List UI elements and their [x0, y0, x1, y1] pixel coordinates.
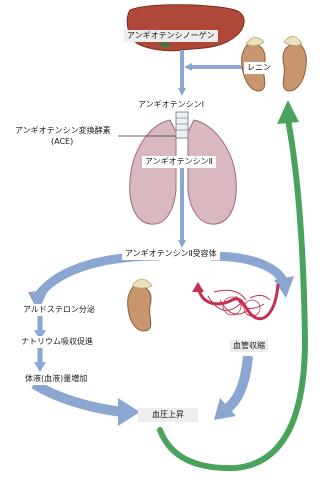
- feedback-loop-arrowhead: [277, 100, 299, 124]
- label-ace: アンギオテンシン変換酵素 (ACE): [12, 124, 114, 148]
- label-ace-line2: (ACE): [15, 136, 111, 147]
- label-vasoconstriction: 血管収縮: [230, 340, 268, 352]
- label-fluid: 体液(血液)量増加: [22, 373, 90, 385]
- label-renin: レニン: [244, 62, 274, 74]
- label-receptor: アンギオテンシンⅡ受容体: [122, 248, 220, 260]
- label-bp-rise: 血圧上昇: [138, 408, 198, 422]
- arrow-fluid-to-bp: [34, 384, 122, 412]
- arrow-vaso-to-bp: [228, 356, 248, 408]
- arrow-receptor-right: [210, 256, 284, 282]
- label-ace-line1: アンギオテンシン変換酵素: [15, 125, 111, 136]
- label-sodium: ナトリウム吸収促進: [18, 336, 96, 348]
- adrenal-kidney-icon: [128, 279, 152, 331]
- blood-vessel-icon: [192, 282, 278, 319]
- label-aldosterone: アルドステロン分泌: [20, 304, 98, 316]
- label-angiotensinogen: アンギオテンシノーゲン: [124, 30, 218, 42]
- liver-icon: [127, 5, 244, 51]
- label-angiotensin-2: アンギオテンシンⅡ: [142, 156, 216, 168]
- label-angiotensin-1: アンギオテンシンⅠ: [138, 100, 204, 110]
